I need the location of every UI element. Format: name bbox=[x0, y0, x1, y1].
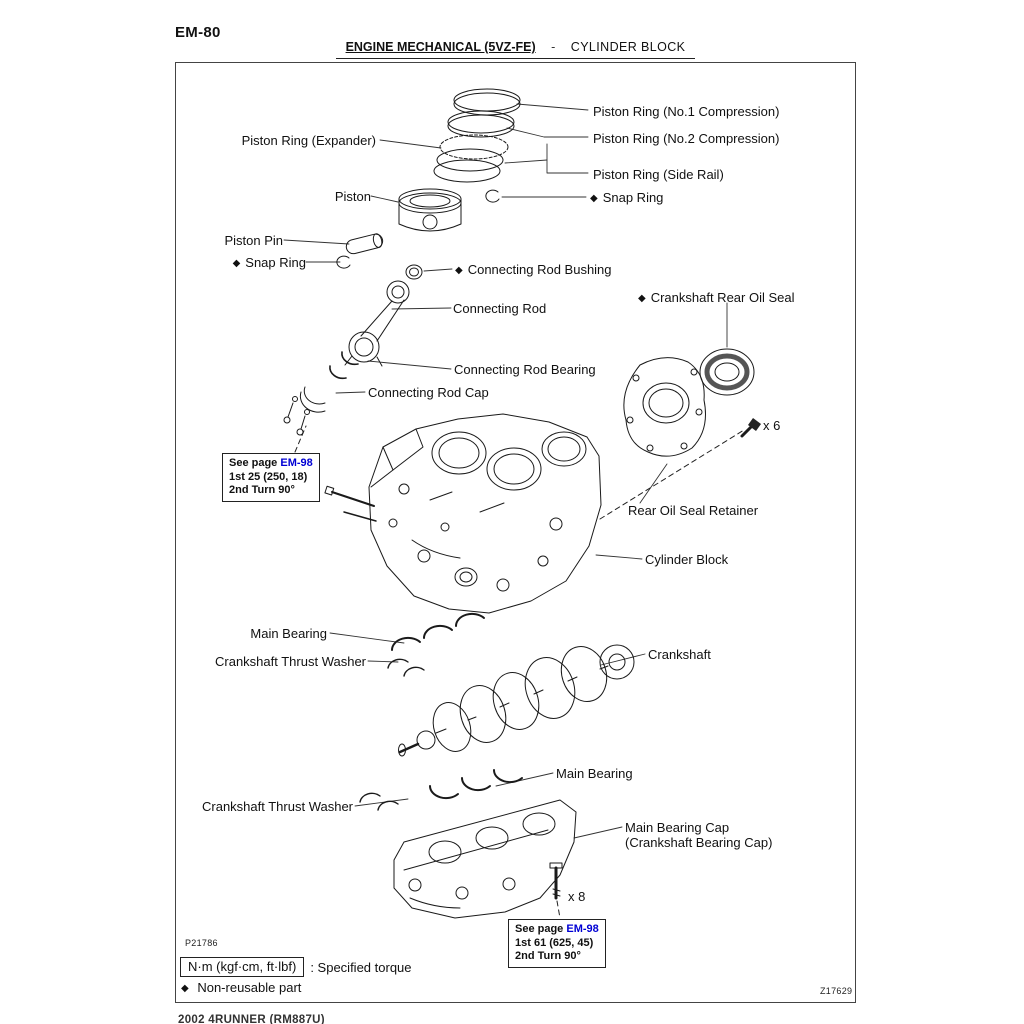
connecting-rod-cap-drawing bbox=[283, 386, 326, 436]
crankshaft-thrust-washer-lower-drawing bbox=[359, 792, 399, 811]
non-reusable-legend: ◆ Non-reusable part bbox=[181, 980, 301, 995]
bolt-x8-drawing bbox=[549, 862, 563, 900]
torque-step2: 2nd Turn 90° bbox=[229, 484, 295, 496]
label-connecting-rod: Connecting Rod bbox=[453, 301, 547, 316]
label-main-bearing-cap: Main Bearing Cap (Crankshaft Bearing Cap… bbox=[625, 820, 772, 850]
connecting-rod-bushing-drawing bbox=[405, 264, 423, 280]
bolt-x6-drawing bbox=[740, 418, 761, 438]
snap-ring-right-drawing bbox=[485, 189, 500, 203]
figure-code-left: P21786 bbox=[185, 938, 218, 948]
header-separator: - bbox=[551, 40, 556, 54]
torque-note-main-bearing-cap: See page EM-98 1st 61 (625, 45) 2nd Turn… bbox=[508, 919, 606, 968]
torque-unit-box: N·m (kgf·cm, ft·lbf) bbox=[180, 957, 305, 977]
non-reusable-diamond-icon: ◆ bbox=[232, 258, 241, 269]
non-reusable-diamond-icon: ◆ bbox=[638, 293, 646, 304]
label-piston-ring-side-rail: Piston Ring (Side Rail) bbox=[593, 167, 724, 182]
label-rear-oil-seal-retainer: Rear Oil Seal Retainer bbox=[628, 503, 759, 518]
header-topic: CYLINDER BLOCK bbox=[570, 40, 686, 54]
cylinder-block-drawing bbox=[324, 413, 602, 614]
main-bearing-upper-drawing bbox=[390, 612, 485, 651]
label-piston-ring-no1: Piston Ring (No.1 Compression) bbox=[593, 104, 780, 119]
label-crankshaft-thrust-washer-lower: Crankshaft Thrust Washer bbox=[202, 799, 353, 814]
page-ref-link[interactable]: EM-98 bbox=[280, 457, 313, 469]
label-main-bearing-upper: Main Bearing bbox=[250, 626, 327, 641]
label-connecting-rod-cap: Connecting Rod Cap bbox=[368, 385, 489, 400]
non-reusable-diamond-icon: ◆ bbox=[590, 193, 598, 204]
non-reusable-diamond-icon: ◆ bbox=[181, 983, 189, 994]
torque-step2: 2nd Turn 90° bbox=[515, 950, 581, 962]
page-number: EM-80 bbox=[175, 24, 221, 41]
label-crankshaft-thrust-washer-upper: Crankshaft Thrust Washer bbox=[215, 654, 366, 669]
crankshaft-drawing bbox=[398, 644, 635, 757]
crankshaft-thrust-washer-upper-drawing bbox=[387, 658, 425, 677]
page-header-text: ENGINE MECHANICAL (5VZ-FE) - CYLINDER BL… bbox=[335, 40, 696, 59]
label-bolt-count-6: x 6 bbox=[763, 418, 781, 433]
torque-legend-desc: : Specified torque bbox=[310, 959, 412, 975]
label-piston-ring-no2: Piston Ring (No.2 Compression) bbox=[593, 131, 780, 146]
label-crankshaft-rear-oil-seal: ◆Crankshaft Rear Oil Seal bbox=[638, 290, 795, 305]
label-main-bearing-cap-line2: (Crankshaft Bearing Cap) bbox=[625, 835, 773, 850]
label-snap-ring-right: ◆Snap Ring bbox=[590, 190, 664, 205]
figure-frame bbox=[175, 62, 856, 1003]
label-piston-pin: Piston Pin bbox=[224, 233, 283, 248]
page-footer: 2002 4RUNNER (RM887U) bbox=[178, 1014, 325, 1024]
crankshaft-rear-oil-seal-drawing bbox=[699, 348, 755, 396]
piston-pin-drawing bbox=[345, 233, 384, 255]
label-cylinder-block: Cylinder Block bbox=[645, 552, 729, 567]
see-page-text: See page bbox=[515, 923, 564, 935]
label-connecting-rod-bearing: Connecting Rod Bearing bbox=[454, 362, 596, 377]
label-crankshaft: Crankshaft bbox=[648, 647, 711, 662]
label-piston-ring-expander: Piston Ring (Expander) bbox=[241, 133, 376, 148]
header-section: ENGINE MECHANICAL (5VZ-FE) bbox=[345, 40, 536, 54]
label-bolt-count-8: x 8 bbox=[568, 889, 586, 904]
page-header: ENGINE MECHANICAL (5VZ-FE) - CYLINDER BL… bbox=[175, 38, 856, 59]
connecting-rod-drawing bbox=[344, 280, 410, 367]
torque-spec: 1st 61 (625, 45) bbox=[515, 936, 594, 949]
torque-legend: N·m (kgf·cm, ft·lbf) : Specified torque bbox=[180, 957, 412, 977]
label-snap-ring-left: ◆Snap Ring bbox=[232, 255, 306, 270]
torque-note-connecting-rod-cap: See page EM-98 1st 25 (250, 18) 2nd Turn… bbox=[222, 453, 320, 502]
non-reusable-text: Non-reusable part bbox=[197, 980, 302, 995]
torque-note-see-page-line: See page EM-98 bbox=[229, 457, 313, 471]
figure-code-right: Z17629 bbox=[820, 986, 853, 996]
label-connecting-rod-bushing: ◆Connecting Rod Bushing bbox=[455, 262, 612, 277]
dashed-assembly-lines bbox=[294, 425, 745, 919]
torque-spec: 1st 25 (250, 18) bbox=[229, 470, 308, 483]
label-piston: Piston bbox=[334, 189, 371, 204]
piston-rings-drawing bbox=[433, 88, 521, 183]
piston-drawing bbox=[398, 188, 462, 232]
page-ref-link[interactable]: EM-98 bbox=[566, 923, 599, 935]
non-reusable-diamond-icon: ◆ bbox=[455, 265, 463, 276]
label-main-bearing-lower: Main Bearing bbox=[556, 766, 633, 781]
leader-lines bbox=[283, 103, 728, 839]
snap-ring-left-drawing bbox=[336, 255, 351, 269]
rear-oil-seal-retainer-drawing bbox=[623, 357, 706, 457]
see-page-text: See page bbox=[229, 457, 278, 469]
label-main-bearing-cap-line1: Main Bearing Cap bbox=[625, 820, 730, 835]
torque-note-see-page-line: See page EM-98 bbox=[515, 923, 599, 937]
connecting-rod-bearing-drawing bbox=[329, 351, 359, 380]
main-bearing-cap-drawing bbox=[393, 799, 577, 919]
main-bearing-lower-drawing bbox=[428, 769, 523, 800]
